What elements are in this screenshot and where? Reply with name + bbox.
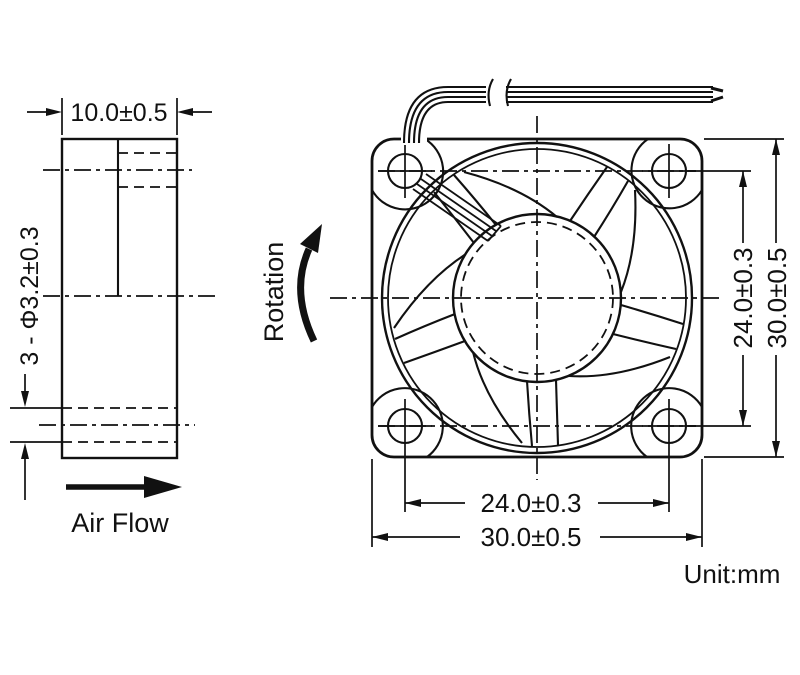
side-view-body xyxy=(60,137,179,460)
wire-end xyxy=(710,95,724,103)
venturi-outer-circle xyxy=(380,141,694,455)
depth-dimension: 10.0±0.5 xyxy=(27,98,212,135)
hole-pitch-vertical-label: 24.0±0.3 xyxy=(728,247,758,348)
air-flow-arrow: Air Flow xyxy=(66,476,182,538)
air-flow-label: Air Flow xyxy=(71,508,169,538)
wire-channel xyxy=(412,173,502,242)
side-view-center-lines xyxy=(39,169,215,426)
arrowhead-left xyxy=(177,108,193,116)
blade xyxy=(554,332,677,446)
rotation-indicator: Rotation xyxy=(259,224,322,343)
frame-size-vertical-label: 30.0±0.5 xyxy=(762,247,792,348)
blade xyxy=(453,166,608,226)
unit-label: Unit:mm xyxy=(684,559,781,589)
blade xyxy=(403,340,534,447)
rotation-arrowhead xyxy=(300,224,322,253)
side-view-hidden-lines xyxy=(62,152,177,443)
depth-dimension-label: 10.0±0.5 xyxy=(70,99,167,127)
arrowhead-up xyxy=(21,443,29,459)
lead-wires xyxy=(402,78,724,144)
arrowhead-down xyxy=(21,391,29,407)
corner-boss-arcs xyxy=(371,138,703,458)
wire-break-mark xyxy=(487,78,494,107)
horizontal-dimensions: 24.0±0.3 30.0±0.5 xyxy=(371,443,703,552)
hole-callout-label: 3 - Φ3.2±0.3 xyxy=(16,226,44,365)
side-view: 10.0±0.5 3 - Φ3.2±0.3 Air Flow xyxy=(10,98,215,538)
air-flow-arrowhead xyxy=(144,476,182,498)
hole-pitch-horizontal-label: 24.0±0.3 xyxy=(480,488,581,518)
blade xyxy=(593,180,684,325)
fan-blades xyxy=(393,166,684,447)
hole-callout-dimension: 3 - Φ3.2±0.3 xyxy=(10,226,62,500)
front-view: Rotation 24.0±0.3 30.0±0.5 xyxy=(259,78,792,552)
vertical-dimensions: 24.0±0.3 30.0±0.5 xyxy=(687,138,792,458)
wire-end xyxy=(710,86,724,93)
center-crosshair xyxy=(330,116,722,480)
frame-size-horizontal-label: 30.0±0.5 xyxy=(480,522,581,552)
arrowhead-right xyxy=(46,108,62,116)
rotation-label: Rotation xyxy=(259,242,289,343)
rotation-arrow-shaft xyxy=(297,247,318,343)
